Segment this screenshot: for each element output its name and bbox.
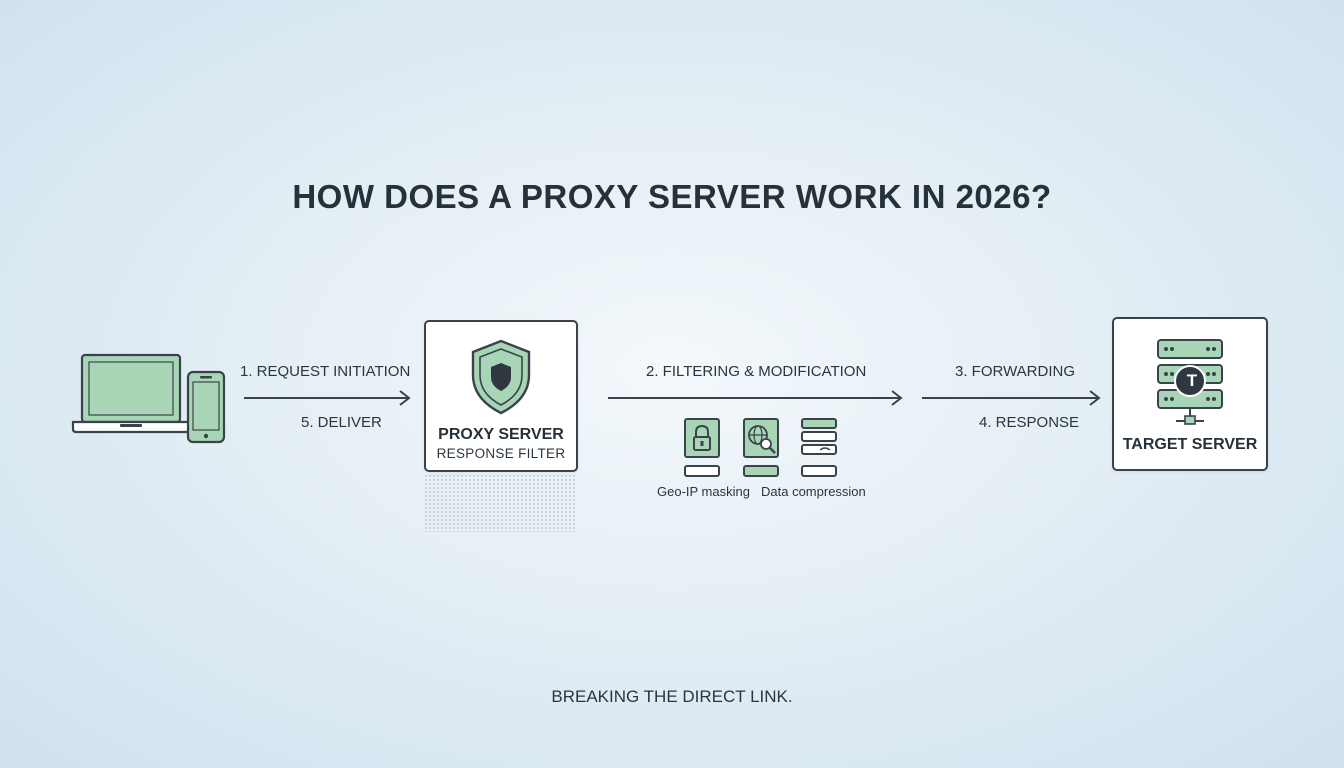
- shield-icon: [471, 339, 531, 415]
- lock-icon: [684, 418, 720, 477]
- footer-caption: BREAKING THE DIRECT LINK.: [551, 687, 793, 706]
- target-server-box: T TARGET SERVER: [1112, 317, 1268, 471]
- target-badge-letter: T: [1186, 371, 1198, 390]
- arrow-proxy-to-forward: [608, 390, 903, 406]
- arrow-client-to-proxy: [244, 390, 411, 406]
- phone-icon: [186, 370, 226, 444]
- step-deliver: 5. DELIVER: [301, 414, 382, 431]
- geo-ip-masking-label: Geo-IP masking: [657, 484, 750, 499]
- proxy-subtitle: RESPONSE FILTER: [436, 446, 566, 461]
- data-compression-label: Data compression: [761, 484, 866, 499]
- step-response: 4. RESPONSE: [979, 414, 1080, 431]
- diagram-title: HOW DOES A PROXY SERVER WORK IN 2026?: [292, 178, 1052, 215]
- compression-icon: [801, 418, 837, 477]
- target-title: TARGET SERVER: [1122, 436, 1258, 453]
- step-filtering-modification: 2. FILTERING & MODIFICATION: [646, 363, 867, 380]
- server-stack-icon: [1157, 339, 1223, 425]
- proxy-title: PROXY SERVER: [438, 426, 564, 443]
- globe-search-icon: [743, 418, 779, 477]
- proxy-shadow-dots: [424, 474, 576, 532]
- laptop-icon: [71, 353, 191, 434]
- step-forwarding: 3. FORWARDING: [955, 363, 1076, 380]
- proxy-server-box: PROXY SERVER RESPONSE FILTER: [424, 320, 578, 472]
- client-devices: [71, 353, 226, 444]
- step-request-initiation: 1. REQUEST INITIATION: [240, 363, 411, 380]
- arrow-to-target: [922, 390, 1101, 406]
